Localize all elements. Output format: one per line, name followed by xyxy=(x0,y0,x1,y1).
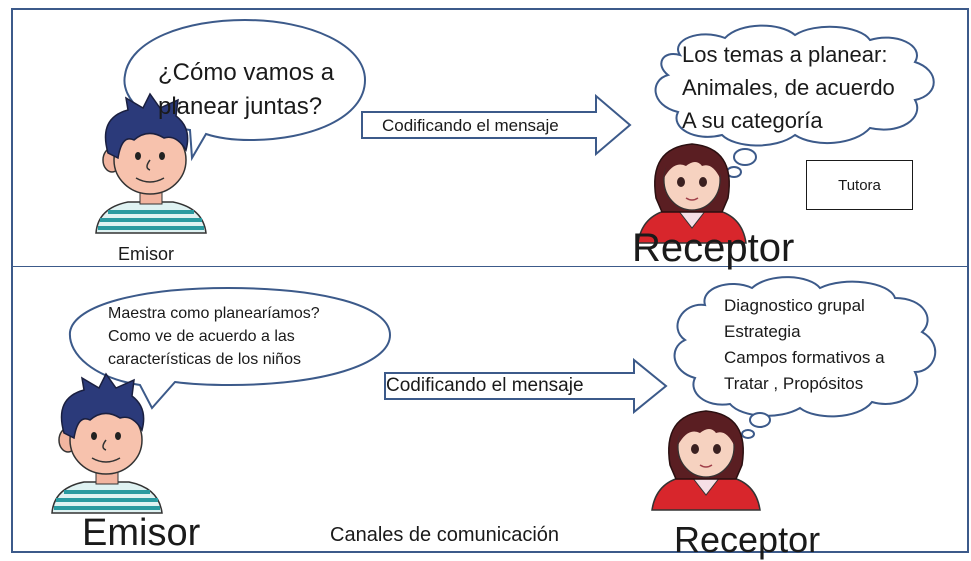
speech-line: características de los niños xyxy=(108,351,301,368)
receptor-label-bottom: Receptor xyxy=(674,519,821,560)
section-divider xyxy=(11,266,969,267)
girl-receptor-bottom xyxy=(651,410,761,511)
thought-line: Los temas a planear: xyxy=(682,42,888,67)
canales-label: Canales de comunicación xyxy=(330,524,560,546)
speech-line: Maestra como planearíamos? xyxy=(108,305,320,322)
emisor-label-top: Emisor xyxy=(118,244,175,264)
thought-line: Diagnostico grupal xyxy=(724,296,865,315)
speech-bubble-bottom xyxy=(68,286,392,410)
thought-line: Tratar , Propósitos xyxy=(724,374,864,393)
speech-line: ¿Cómo vamos a xyxy=(158,59,335,86)
thought-text-bottom: Diagnostico grupal Estrategia Campos for… xyxy=(724,293,885,397)
thought-cloud-bottom xyxy=(673,276,937,439)
speech-text-bottom: Maestra como planearíamos? Como ve de ac… xyxy=(108,302,320,371)
boy-emisor-bottom xyxy=(51,372,163,514)
thought-text-top: Los temas a planear: Animales, de acuerd… xyxy=(682,38,895,137)
thought-line: Estrategia xyxy=(724,322,801,341)
boy-emisor-top xyxy=(95,92,207,234)
diagram-frame xyxy=(11,8,969,553)
speech-line: Como ve de acuerdo a las xyxy=(108,328,295,345)
arrow-bottom xyxy=(384,357,668,415)
thought-line: A su categoría xyxy=(682,108,823,133)
speech-bubble-top xyxy=(123,18,367,162)
girl-receptor-top xyxy=(637,143,747,244)
arrow-label-top: Codificando el mensaje xyxy=(382,116,559,135)
speech-line: planear juntas? xyxy=(158,93,323,120)
speech-text-top: ¿Cómo vamos a planear juntas? xyxy=(158,56,334,124)
arrow-top xyxy=(361,93,632,157)
thought-cloud-top xyxy=(654,24,935,178)
arrow-label-bottom: Codificando el mensaje xyxy=(386,375,584,396)
receptor-label-top: Receptor xyxy=(632,226,795,270)
emisor-label-bottom: Emisor xyxy=(82,512,201,554)
tutora-box: Tutora xyxy=(806,160,913,210)
thought-line: Animales, de acuerdo xyxy=(682,75,895,100)
thought-line: Campos formativos a xyxy=(724,348,885,367)
